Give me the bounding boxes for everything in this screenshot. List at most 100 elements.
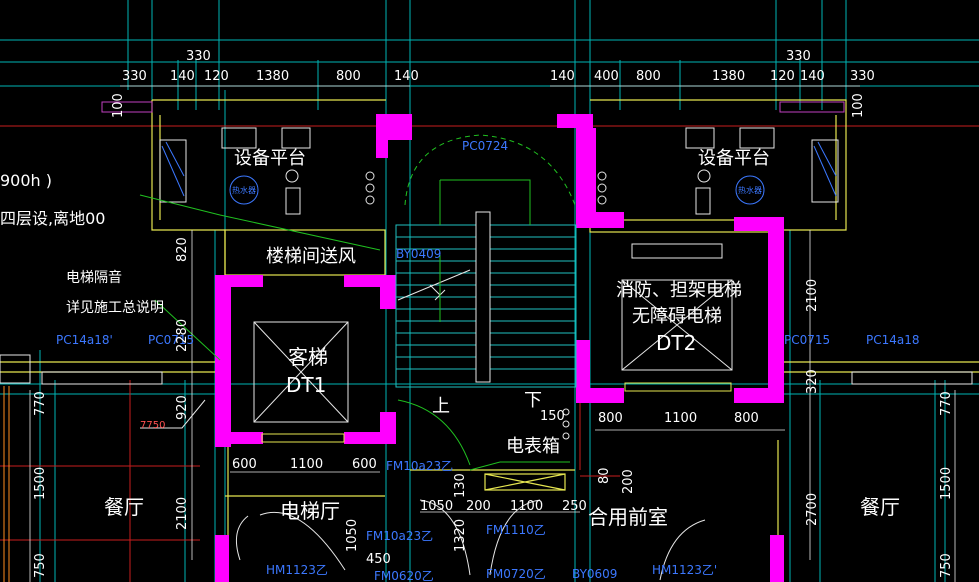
dim-v-2100-left: 2100 bbox=[175, 497, 190, 530]
tag-pc14a18-right: PC14a18 bbox=[866, 333, 920, 347]
label-accessible-elevator: 无障碍电梯 bbox=[632, 306, 722, 327]
tag-hm1123-left: HM1123乙 bbox=[266, 563, 328, 577]
dim-1100-h: 1100 bbox=[510, 499, 543, 514]
dim-140-left: 140 bbox=[170, 69, 195, 84]
stair bbox=[395, 179, 577, 388]
label-shared-anteroom: 合用前室 bbox=[588, 505, 668, 529]
dim-330-left: 330 bbox=[122, 69, 147, 84]
dim-1050-h: 1050 bbox=[420, 499, 453, 514]
label-meter-box: 电表箱 bbox=[506, 436, 560, 457]
horizontal-dimensions: 600 1100 600 800 1100 800 150 1050 200 1… bbox=[232, 409, 759, 567]
dim-150: 150 bbox=[540, 409, 565, 424]
dim-v-770-left: 770 bbox=[33, 391, 48, 416]
top-dimensions-left: 330 330 140 120 1380 800 140 bbox=[122, 49, 419, 84]
water-heater-left-label: 热水器 bbox=[232, 185, 256, 195]
elevator-note-leader bbox=[154, 299, 221, 361]
dim-250-h: 250 bbox=[562, 499, 587, 514]
equipment-platform-left-detail bbox=[159, 127, 311, 215]
elevator-cars bbox=[253, 243, 733, 443]
note-leader-line bbox=[139, 194, 381, 251]
tag-elevation-7750: 7750 bbox=[140, 420, 165, 431]
dim-v-130: 130 bbox=[453, 473, 468, 498]
label-elevator-dt2: DT2 bbox=[656, 331, 696, 355]
equipment-labels: 热水器 热水器 bbox=[232, 185, 762, 195]
label-stair-ventilation: 楼梯间送风 bbox=[266, 246, 356, 267]
tag-pc0724: PC0724 bbox=[462, 139, 508, 153]
dim-330-upper-left: 330 bbox=[186, 49, 211, 64]
dim-450-h: 450 bbox=[366, 552, 391, 567]
tag-by0609: BY0609 bbox=[572, 567, 617, 581]
tag-fm0620: FM0620乙 bbox=[374, 569, 434, 582]
dimension-lines bbox=[29, 85, 956, 582]
tag-fm10a23-1: FM10a23乙 bbox=[386, 459, 453, 473]
label-dining-left: 餐厅 bbox=[104, 495, 144, 519]
dim-120-right: 120 bbox=[770, 69, 795, 84]
equipment-platform-right-detail bbox=[685, 127, 839, 215]
dim-1380-left: 1380 bbox=[256, 69, 289, 84]
label-elevator-hall: 电梯厅 bbox=[280, 499, 340, 523]
dim-v-1320: 1320 bbox=[453, 519, 468, 552]
dim-dt1-600b: 600 bbox=[352, 457, 377, 472]
label-stair-up: 上 bbox=[432, 396, 450, 417]
dim-v-920: 920 bbox=[175, 395, 190, 420]
elevation-leader bbox=[140, 399, 206, 429]
note-fragment-2: 四层设,离地00 bbox=[0, 209, 105, 228]
dim-v-1500-left: 1500 bbox=[33, 467, 48, 500]
tag-fm10a23-2: FM10a23乙 bbox=[366, 529, 433, 543]
structural-walls bbox=[215, 114, 784, 582]
dim-dt2-1100: 1100 bbox=[664, 411, 697, 426]
label-dining-right: 餐厅 bbox=[860, 495, 900, 519]
dim-v-750-right: 750 bbox=[939, 553, 954, 578]
dim-dt1-1100: 1100 bbox=[290, 457, 323, 472]
tag-pc14a18-left: PC14a18' bbox=[56, 333, 113, 347]
dim-v-200: 200 bbox=[621, 469, 636, 494]
meter-leader bbox=[469, 461, 570, 471]
dim-v-100-right: 100 bbox=[851, 93, 866, 118]
dim-140-right: 140 bbox=[800, 69, 825, 84]
dim-v-2100-right: 2100 bbox=[805, 279, 820, 312]
window-units bbox=[0, 101, 973, 582]
dim-v-320: 320 bbox=[805, 369, 820, 394]
label-stair-down: 下 bbox=[524, 390, 542, 411]
note-elevator-insulation-1: 电梯隔音 bbox=[66, 269, 122, 286]
dim-v-750-left: 750 bbox=[33, 553, 48, 578]
note-elevator-insulation-2: 详见施工总说明 bbox=[66, 300, 164, 316]
dim-dt2-800b: 800 bbox=[734, 411, 759, 426]
tag-pc0715-right: PC0715 bbox=[784, 333, 830, 347]
dim-dt2-800a: 800 bbox=[598, 411, 623, 426]
vertical-dimensions: 100 820 2280 920 770 1500 2100 750 1050 … bbox=[33, 93, 954, 578]
door-swings bbox=[235, 134, 706, 581]
dim-120-left: 120 bbox=[204, 69, 229, 84]
dim-400-right: 400 bbox=[594, 69, 619, 84]
tag-pc0715-left: PC0715 bbox=[148, 333, 194, 347]
dim-330-right: 330 bbox=[850, 69, 875, 84]
tag-fm0720: FM0720乙 bbox=[486, 567, 546, 581]
dim-v-100-left: 100 bbox=[111, 93, 126, 118]
dim-v-80: 80 bbox=[597, 467, 612, 484]
label-fire-elevator: 消防、担架电梯 bbox=[616, 280, 742, 301]
dim-800-left: 800 bbox=[336, 69, 361, 84]
dim-v-1500-right: 1500 bbox=[939, 467, 954, 500]
dim-330-upper-right: 330 bbox=[786, 49, 811, 64]
dim-800-right: 800 bbox=[636, 69, 661, 84]
dim-v-820: 820 bbox=[175, 237, 190, 262]
label-elevator-dt1: DT1 bbox=[286, 373, 326, 397]
label-equipment-platform-left: 设备平台 bbox=[234, 148, 306, 169]
tag-by0409: BY0409 bbox=[396, 247, 441, 261]
dim-dt1-600a: 600 bbox=[232, 457, 257, 472]
red-axis-lines bbox=[0, 125, 979, 582]
notes: 900h ) 四层设,离地00 电梯隔音 详见施工总说明 bbox=[0, 171, 164, 316]
label-equipment-platform-right: 设备平台 bbox=[698, 148, 770, 169]
top-dimensions-right: 330 140 400 800 1380 120 140 330 bbox=[550, 49, 875, 84]
tag-fm1110: FM1110乙 bbox=[486, 523, 546, 537]
tags: PC0724 BY0409 PC14a18' PC0715 PC0715 PC1… bbox=[56, 139, 920, 582]
dim-v-2700: 2700 bbox=[805, 493, 820, 526]
dim-200-h: 200 bbox=[466, 499, 491, 514]
water-heater-right-label: 热水器 bbox=[738, 185, 762, 195]
dim-v-770-right: 770 bbox=[939, 391, 954, 416]
label-passenger-elevator: 客梯 bbox=[288, 345, 328, 369]
room-labels: 设备平台 设备平台 楼梯间送风 客梯 DT1 消防、担架电梯 无障碍电梯 DT2… bbox=[104, 148, 900, 529]
dim-140-mid-left: 140 bbox=[394, 69, 419, 84]
dim-1380-right: 1380 bbox=[712, 69, 745, 84]
vent-circles bbox=[365, 171, 607, 440]
